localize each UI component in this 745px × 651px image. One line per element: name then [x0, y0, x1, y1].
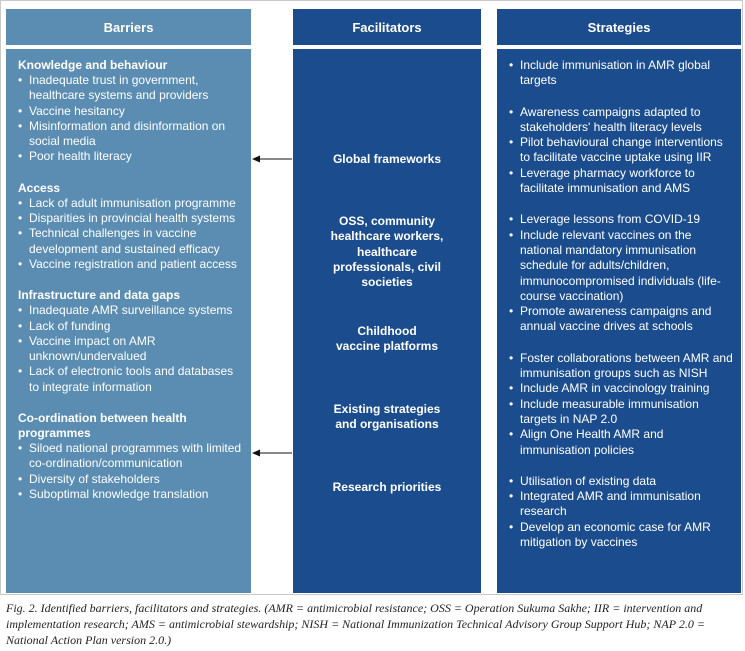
strategy-item: Include AMR in vaccinology training: [509, 381, 733, 397]
strategy-item: Align One Health AMR and immunisation po…: [509, 427, 733, 458]
barrier-group-knowledge: Knowledge and behaviour Inadequate trust…: [18, 58, 243, 165]
strategy-item: Pilot behavioural change interventions t…: [509, 135, 733, 166]
strategy-item: Awareness campaigns adapted to stakehold…: [509, 105, 733, 136]
facilitator-childhood-vaccine-platforms: Childhood vaccine platforms: [335, 324, 439, 354]
strategy-item: Leverage pharmacy workforce to facilitat…: [509, 166, 733, 197]
facilitator-global-frameworks: Global frameworks: [332, 152, 442, 166]
barrier-group-access: Access Lack of adult immunisation progra…: [18, 180, 243, 273]
strategies-panel: Include immunisation in AMR global targe…: [497, 49, 741, 593]
facilitators-header: Facilitators: [293, 9, 481, 45]
barrier-item: Vaccine impact on AMR unknown/undervalue…: [18, 334, 243, 365]
barrier-group-title: Infrastructure and data gaps: [18, 288, 181, 303]
barrier-group-title: Co-ordination between health programmes: [18, 411, 187, 441]
strategy-item: Include measurable immunisation targets …: [509, 397, 733, 428]
strategy-block-research: Utilisation of existing data Integrated …: [509, 474, 733, 550]
barrier-group-title: Access: [18, 180, 61, 195]
strategy-item: Include immunisation in AMR global targe…: [509, 58, 733, 89]
strategies-header: Strategies: [497, 9, 741, 45]
barrier-item: Lack of adult immunisation programme: [18, 196, 243, 212]
barrier-item: Lack of electronic tools and databases t…: [18, 364, 243, 395]
strategy-block-vaccination: Leverage lessons from COVID-19 Include r…: [509, 212, 733, 334]
barriers-header-label: Barriers: [103, 19, 154, 35]
barrier-item: Lack of funding: [18, 319, 243, 335]
arrow-head: [252, 449, 260, 457]
facilitator-existing-strategies: Existing strategies and organisations: [333, 402, 441, 432]
barrier-item: Misinformation and disinformation on soc…: [18, 119, 243, 150]
figure-frame: Barriers Facilitators Strategies Knowled…: [0, 0, 743, 595]
strategy-item: Promote awareness campaigns and annual v…: [509, 304, 733, 335]
strategy-item: Leverage lessons from COVID-19: [509, 212, 733, 228]
facilitators-header-label: Facilitators: [352, 19, 422, 35]
facilitators-panel: Global frameworks OSS, community healthc…: [293, 49, 481, 593]
barrier-group-title: Knowledge and behaviour: [18, 58, 168, 72]
facilitator-research-priorities: Research priorities: [332, 480, 442, 494]
strategy-item: Include relevant vaccines on the nationa…: [509, 228, 733, 304]
barrier-item: Inadequate AMR surveillance systems: [18, 303, 243, 319]
barrier-item: Siloed national programmes with limited …: [18, 441, 243, 472]
barrier-item: Vaccine registration and patient access: [18, 257, 243, 273]
barrier-item: Vaccine hesitancy: [18, 104, 243, 120]
barrier-item: Diversity of stakeholders: [18, 472, 243, 488]
strategies-header-label: Strategies: [587, 19, 651, 35]
barrier-item: Disparities in provincial health systems: [18, 211, 243, 227]
facilitator-oss-community: OSS, community healthcare workers, healt…: [330, 214, 444, 290]
arrow-left-icon: [252, 155, 292, 163]
barrier-group-coordination: Co-ordination between health programmes …: [18, 411, 243, 502]
strategy-block-awareness: Awareness campaigns adapted to stakehold…: [509, 105, 733, 197]
barrier-item: Inadequate trust in government, healthca…: [18, 73, 243, 104]
strategy-item: Utilisation of existing data: [509, 474, 733, 490]
arrow-left-icon: [252, 449, 292, 457]
barrier-item: Suboptimal knowledge translation: [18, 487, 243, 503]
strategy-item: Develop an economic case for AMR mitigat…: [509, 520, 733, 551]
barrier-item: Poor health literacy: [18, 149, 243, 165]
figure-caption: Fig. 2. Identified barriers, facilitator…: [6, 601, 705, 647]
strategy-block-collaboration: Foster collaborations between AMR and im…: [509, 351, 733, 458]
barriers-panel: Knowledge and behaviour Inadequate trust…: [6, 49, 251, 593]
barrier-item: Technical challenges in vaccine developm…: [18, 226, 243, 257]
strategy-item: Integrated AMR and immunisation research: [509, 489, 733, 520]
strategy-block-global: Include immunisation in AMR global targe…: [509, 58, 733, 89]
arrow-head: [252, 155, 260, 163]
barriers-header: Barriers: [6, 9, 251, 45]
strategy-item: Foster collaborations between AMR and im…: [509, 351, 733, 382]
barrier-group-infrastructure: Infrastructure and data gaps Inadequate …: [18, 288, 243, 395]
